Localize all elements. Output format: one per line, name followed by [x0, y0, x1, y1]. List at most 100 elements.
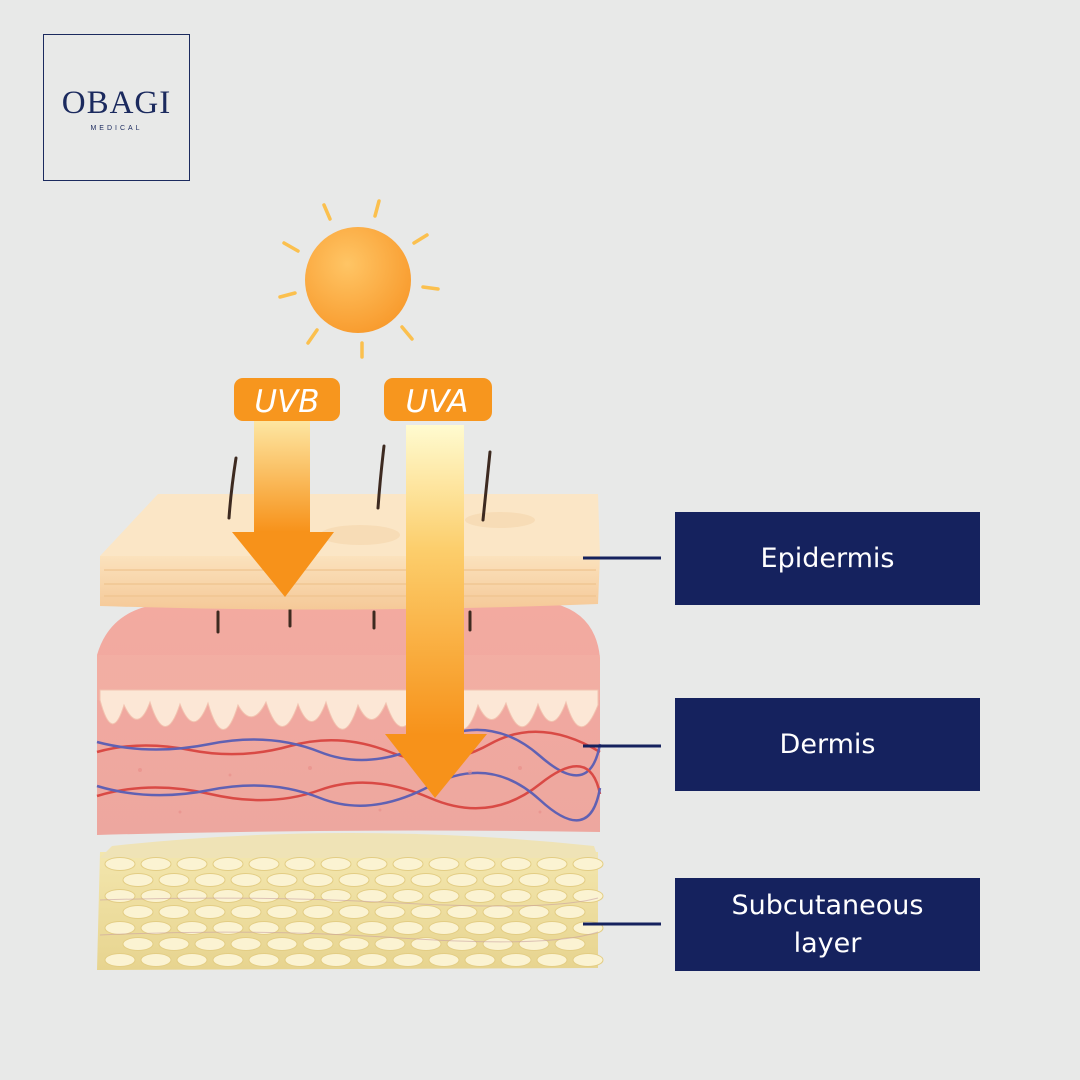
fat-cell: [410, 905, 442, 919]
fat-cell: [464, 889, 496, 903]
sun-icon: [278, 199, 440, 359]
fat-cell: [320, 857, 352, 871]
fat-cell: [500, 857, 532, 871]
fat-cell: [212, 953, 244, 967]
fat-cell: [194, 905, 226, 919]
fat-cell: [158, 937, 190, 951]
fat-cell: [518, 905, 550, 919]
fat-cell: [446, 873, 478, 887]
fat-cell: [500, 889, 532, 903]
fat-cell: [536, 921, 568, 935]
fat-cell: [392, 857, 424, 871]
fat-cell: [140, 889, 172, 903]
fat-cell: [338, 873, 370, 887]
fat-cell: [284, 857, 316, 871]
fat-cell: [500, 921, 532, 935]
fat-cell: [356, 889, 388, 903]
fat-cell: [428, 857, 460, 871]
fat-cell: [518, 937, 550, 951]
fat-cell: [104, 953, 136, 967]
uva-arrow: UVA: [384, 378, 492, 798]
uvb-arrow: UVB: [232, 378, 340, 597]
fat-cell: [320, 921, 352, 935]
fat-cell: [176, 857, 208, 871]
fat-cell: [176, 889, 208, 903]
logo-subtitle: MEDICAL: [90, 125, 143, 132]
fat-cell: [554, 937, 586, 951]
fat-cell: [554, 905, 586, 919]
fat-cell: [284, 921, 316, 935]
logo-wordmark: OBAGI: [61, 85, 172, 121]
fat-cell: [266, 905, 298, 919]
fat-cell: [176, 921, 208, 935]
fat-cell: [122, 873, 154, 887]
fat-cell: [212, 889, 244, 903]
fat-cell: [266, 873, 298, 887]
fat-cell: [230, 937, 262, 951]
fat-cell: [176, 953, 208, 967]
epidermis-layer-illustration: [100, 494, 600, 610]
hair-follicles: [216, 608, 472, 634]
fat-cell: [248, 857, 280, 871]
connector-lines: [583, 556, 661, 926]
fat-cell: [482, 905, 514, 919]
fat-cell: [374, 905, 406, 919]
fat-cell: [572, 953, 604, 967]
fat-cell: [500, 953, 532, 967]
fat-cell: [392, 889, 424, 903]
fat-cell: [284, 953, 316, 967]
dermis-label: Dermis: [675, 698, 980, 791]
fat-cell: [122, 937, 154, 951]
subcutaneous-label-text: Subcutaneous layer: [731, 889, 924, 959]
fat-cell: [518, 873, 550, 887]
fat-cell: [302, 905, 334, 919]
fat-cell: [392, 953, 424, 967]
uvb-label: UVB: [254, 384, 319, 420]
fat-cell: [284, 889, 316, 903]
fat-cell: [428, 953, 460, 967]
fat-cell: [230, 905, 262, 919]
fat-cell: [410, 937, 442, 951]
fat-cell: [536, 889, 568, 903]
fat-cell: [158, 873, 190, 887]
fat-cell: [266, 937, 298, 951]
fat-cell: [356, 953, 388, 967]
fat-cell: [158, 905, 190, 919]
fat-cell: [248, 921, 280, 935]
fat-cell: [446, 905, 478, 919]
fat-cell: [302, 873, 334, 887]
fat-cell: [140, 953, 172, 967]
fat-cell: [464, 953, 496, 967]
fat-cell: [338, 905, 370, 919]
fat-cell: [374, 937, 406, 951]
fat-cell: [482, 937, 514, 951]
fat-cell: [338, 937, 370, 951]
fat-cell: [446, 937, 478, 951]
epidermis-label: Epidermis: [675, 512, 980, 605]
fat-cell: [140, 921, 172, 935]
fat-cell: [104, 921, 136, 935]
uva-label: UVA: [406, 384, 469, 420]
fat-cell: [536, 857, 568, 871]
fat-cell: [392, 921, 424, 935]
fat-cell: [356, 921, 388, 935]
fat-cell: [248, 953, 280, 967]
fat-cell: [122, 905, 154, 919]
fat-cell: [410, 873, 442, 887]
obagi-logo: OBAGI MEDICAL: [43, 34, 190, 181]
subcutaneous-label: Subcutaneous layer: [675, 878, 980, 971]
subcutaneous-layer-illustration: [97, 833, 604, 970]
fat-cell: [572, 857, 604, 871]
fat-cell: [248, 889, 280, 903]
fat-cell: [554, 873, 586, 887]
fat-cell: [374, 873, 406, 887]
fat-cell: [104, 857, 136, 871]
fat-cell: [194, 937, 226, 951]
fat-cell: [464, 857, 496, 871]
fat-cell: [464, 921, 496, 935]
fat-cell: [194, 873, 226, 887]
fat-cell: [428, 889, 460, 903]
fat-cell: [302, 937, 334, 951]
fat-cell: [230, 873, 262, 887]
fat-cell: [320, 889, 352, 903]
